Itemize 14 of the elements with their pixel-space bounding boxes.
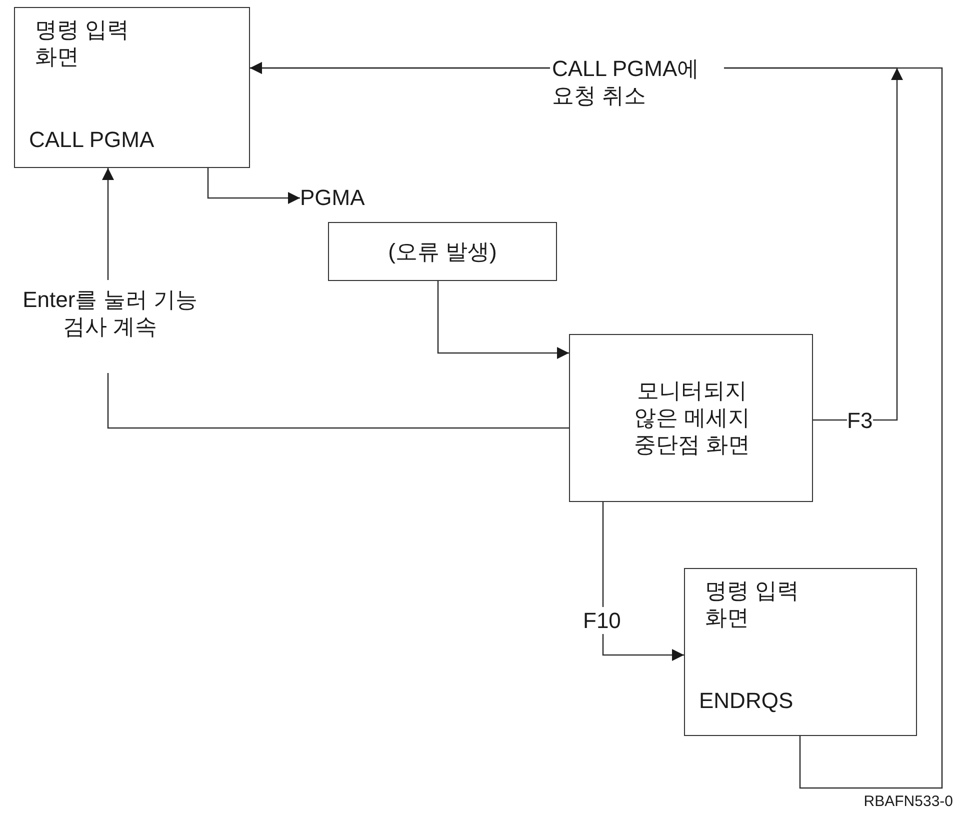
screen-box — [684, 568, 917, 736]
process-label: PGMA — [300, 184, 365, 211]
box-text: 모니터되지 않은 메세지 중단점 화면 — [632, 377, 752, 458]
box-text: (오류 발생) — [387, 238, 498, 265]
command-text: CALL PGMA — [29, 126, 154, 153]
box-text: 명령 입력 화면 — [705, 577, 800, 631]
figure-id: RBAFN533-0 — [864, 793, 953, 810]
box-text: 명령 입력 화면 — [35, 16, 130, 70]
process-box — [328, 222, 557, 281]
screen-box — [569, 334, 813, 502]
edge-label: F10 — [583, 607, 621, 634]
instruction-text: Enter를 눌러 기능 검사 계속 — [22, 286, 198, 340]
screen-box — [14, 7, 250, 168]
command-text: ENDRQS — [699, 687, 794, 714]
